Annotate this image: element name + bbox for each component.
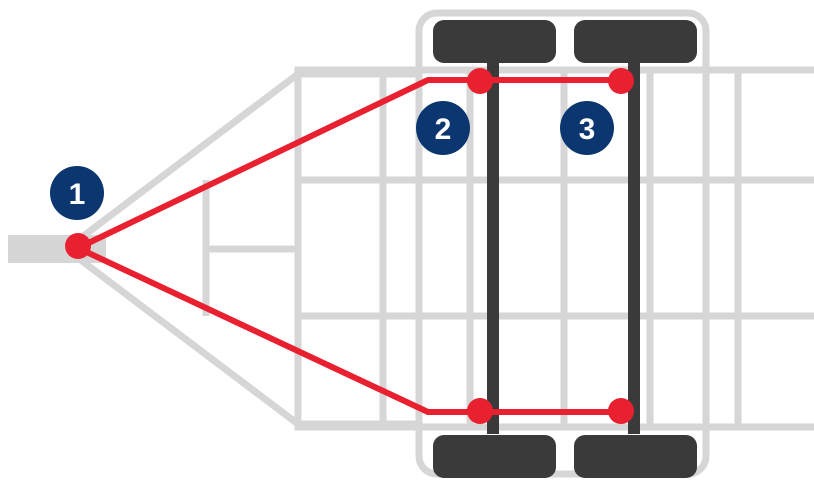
marker-badge-2: 2	[416, 101, 470, 155]
tire-top-front	[433, 20, 556, 63]
wiring-top-run	[75, 77, 624, 251]
marker-label-3: 3	[579, 113, 596, 146]
connection-point-rear-top	[608, 68, 634, 94]
axle-rear	[628, 62, 640, 434]
trailer-bed-frame	[294, 66, 814, 431]
connection-point-coupler	[65, 233, 91, 259]
marker-label-1: 1	[69, 178, 86, 211]
a-frame-tongue	[75, 70, 419, 428]
tire-bottom-rear	[574, 435, 697, 478]
tire-bottom-front	[433, 435, 556, 478]
fender-outline	[415, 9, 710, 478]
wiring-bottom-run	[75, 245, 624, 415]
axle-front	[487, 62, 499, 434]
marker-badge-1: 1	[50, 166, 104, 220]
tire-top-rear	[574, 20, 697, 63]
marker-badge-3: 3	[560, 101, 614, 155]
wiring-harness	[75, 77, 624, 415]
connection-point-front-top	[467, 68, 493, 94]
marker-label-2: 2	[435, 113, 452, 146]
connection-point-front-bottom	[467, 398, 493, 424]
connection-point-rear-bottom	[608, 398, 634, 424]
